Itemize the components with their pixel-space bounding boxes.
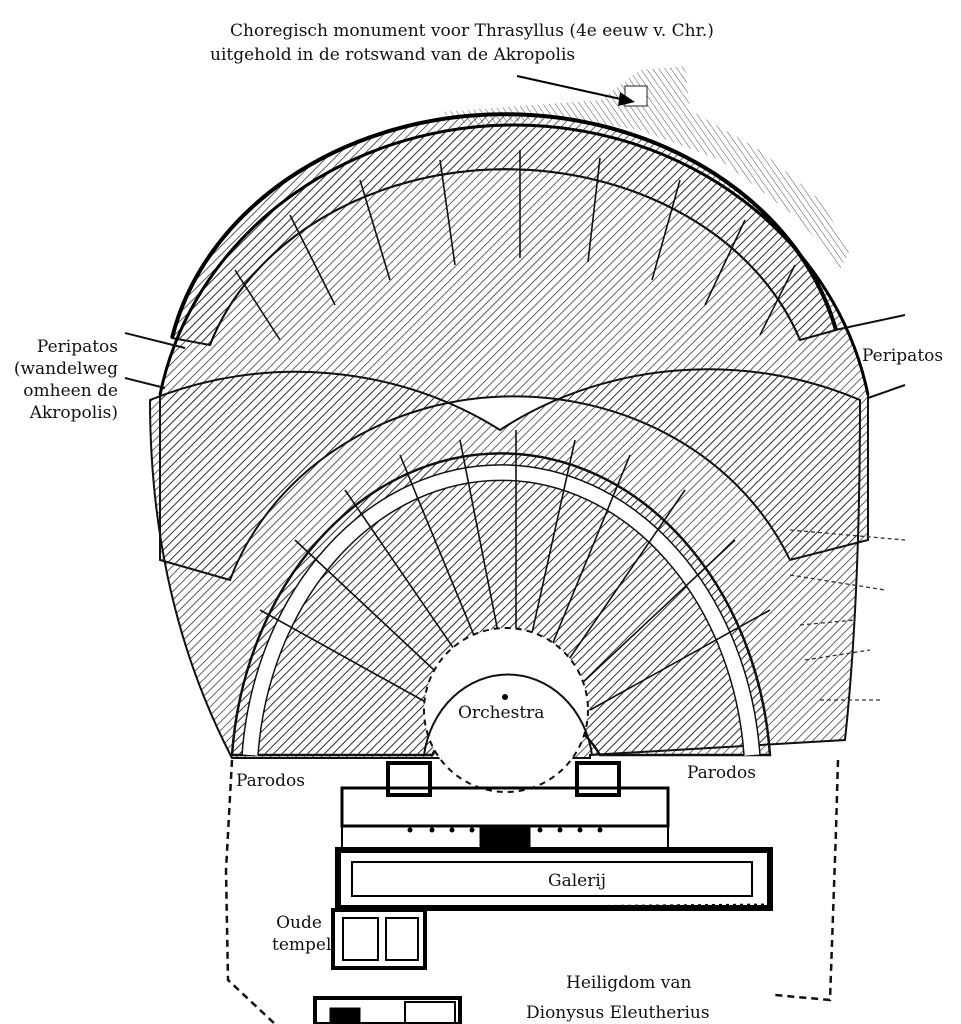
galerij-label: Galerij — [548, 871, 607, 891]
upper-outer-wall — [170, 112, 838, 339]
heiligdom-label-line1: Heiligdom van — [566, 973, 692, 993]
orchestra-circle — [423, 627, 589, 793]
peripatos-paths — [124, 314, 906, 399]
parodos-left-label: Parodos — [236, 771, 306, 791]
peripatos-left-label: Peripatos (wandelweg omheen de Akropolis… — [13, 337, 118, 423]
radial-stairways — [234, 150, 796, 711]
diazoma-lower — [242, 464, 760, 756]
monument-label-line1: Choregisch monument voor Thrasyllus (4e … — [230, 21, 714, 41]
skene-building — [335, 761, 773, 911]
dotted-extensions — [789, 529, 906, 701]
skene-columns — [407, 827, 603, 833]
oude-tempel-label: Oude tempel — [272, 913, 332, 955]
peripatos-right-label: Peripatos — [862, 346, 944, 366]
orchestra-label: Orchestra — [458, 703, 545, 723]
old-temple — [331, 908, 427, 970]
monument-label-line2: uitgehold in de rotswand van de Akropoli… — [210, 45, 576, 65]
middle-outer-wall — [158, 123, 870, 396]
monument-arrow — [516, 75, 635, 106]
precinct-boundary — [224, 759, 840, 1024]
thymele-dot — [502, 694, 508, 700]
new-temple — [313, 996, 462, 1024]
parodos-right-label: Parodos — [687, 763, 757, 783]
heiligdom-label-line2: Dionysus Eleutherius — [526, 1003, 710, 1023]
